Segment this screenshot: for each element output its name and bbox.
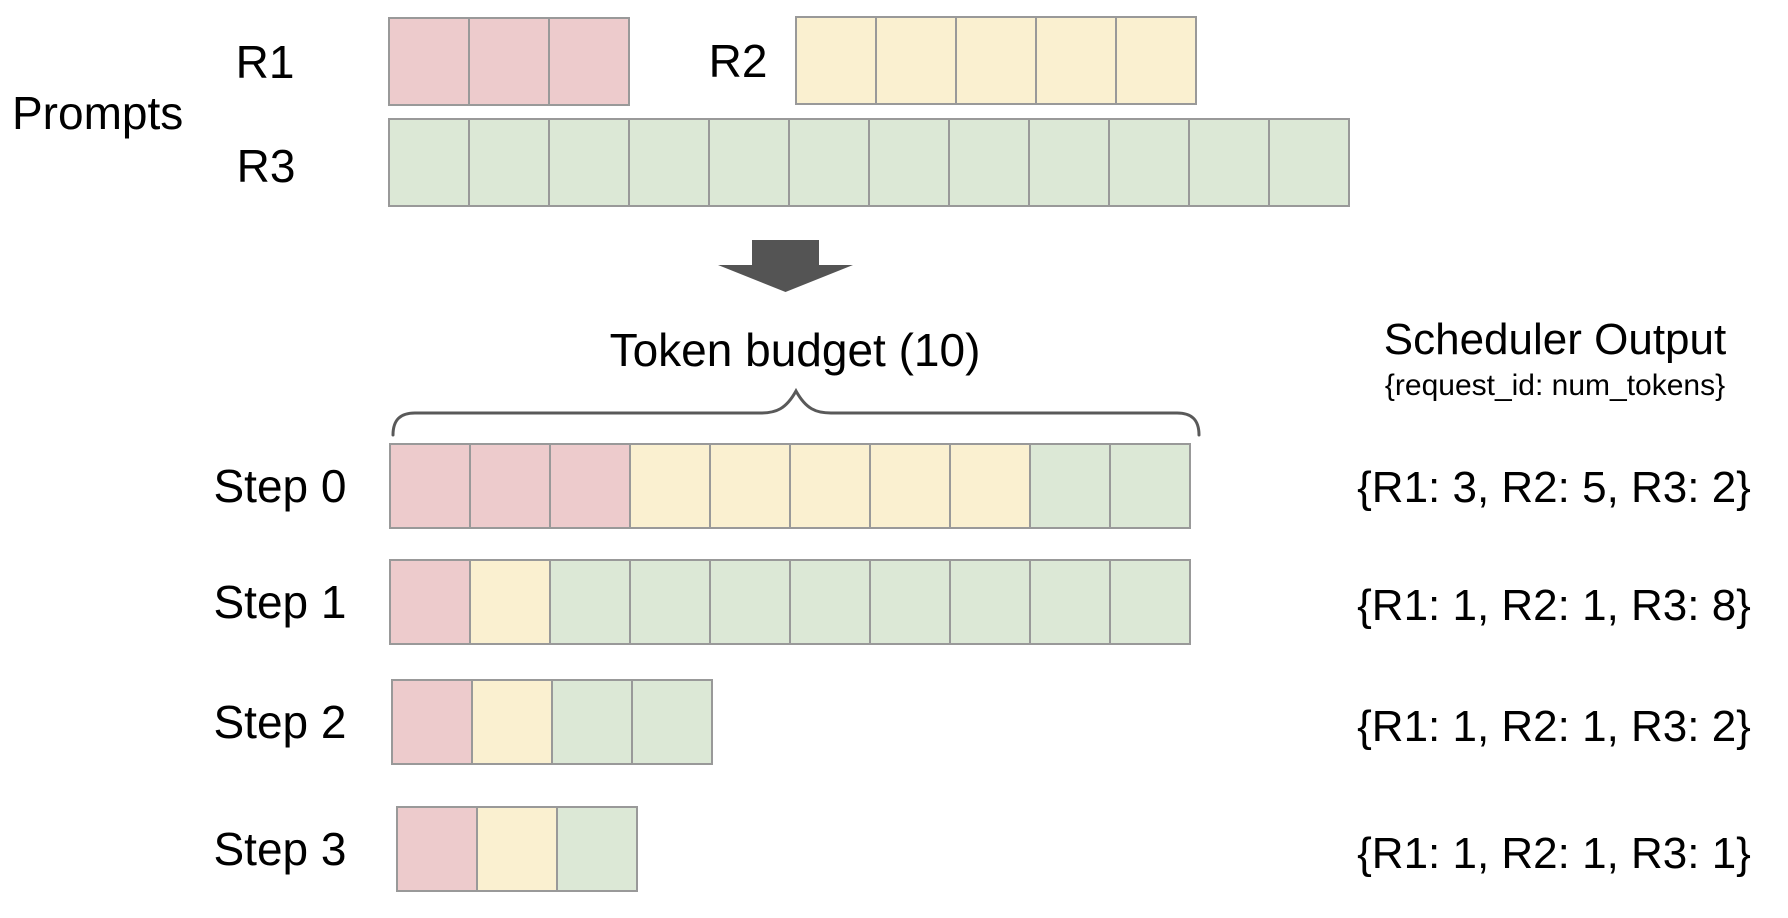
step-row-2 [391, 679, 713, 765]
token-cell-r3 [630, 120, 708, 205]
token-cell-r3 [1031, 445, 1109, 527]
token-cell-r3 [1111, 445, 1189, 527]
step-label-0: Step 0 [213, 460, 347, 512]
request-label-r1: R1 [235, 36, 295, 88]
token-cell-r3 [390, 120, 468, 205]
token-cell-r3 [1190, 120, 1268, 205]
token-cell-r1 [551, 445, 629, 527]
token-cell-r2 [871, 445, 949, 527]
prompt-row-r2 [795, 16, 1197, 105]
token-cell-r2 [951, 445, 1029, 527]
token-cell-r1 [393, 681, 471, 763]
token-cell-r2 [957, 18, 1035, 103]
token-cell-r2 [711, 445, 789, 527]
token-cell-r3 [1030, 120, 1108, 205]
token-cell-r3 [790, 120, 868, 205]
token-cell-r3 [558, 808, 636, 890]
token-cell-r2 [478, 808, 556, 890]
token-cell-r3 [1270, 120, 1348, 205]
token-cell-r1 [391, 445, 469, 527]
token-cell-r2 [797, 18, 875, 103]
scheduler-output-value-2: {R1: 1, R2: 1, R3: 2} [1357, 702, 1751, 751]
token-cell-r2 [471, 561, 549, 643]
step-label-2: Step 2 [213, 696, 347, 748]
step-row-3 [396, 806, 638, 892]
step-label-1: Step 1 [213, 576, 347, 628]
token-cell-r3 [870, 120, 948, 205]
token-cell-r3 [950, 120, 1028, 205]
token-cell-r2 [791, 445, 869, 527]
request-label-r2: R2 [708, 35, 768, 87]
token-cell-r2 [473, 681, 551, 763]
token-cell-r3 [1031, 561, 1109, 643]
token-cell-r3 [1110, 120, 1188, 205]
scheduler-output-value-3: {R1: 1, R2: 1, R3: 1} [1357, 829, 1751, 878]
token-cell-r3 [470, 120, 548, 205]
token-cell-r3 [710, 120, 788, 205]
token-cell-r3 [871, 561, 949, 643]
token-budget-label: Token budget (10) [609, 324, 981, 376]
token-cell-r3 [791, 561, 869, 643]
token-cell-r1 [398, 808, 476, 890]
scheduler-output-value-0: {R1: 3, R2: 5, R3: 2} [1357, 463, 1751, 512]
token-cell-r3 [551, 561, 629, 643]
token-cell-r1 [390, 19, 468, 104]
step-label-3: Step 3 [213, 823, 347, 875]
prompt-row-r3 [388, 118, 1350, 207]
request-label-r3: R3 [236, 140, 296, 192]
token-cell-r3 [711, 561, 789, 643]
token-cell-r3 [951, 561, 1029, 643]
token-budget-brace [391, 387, 1201, 437]
prompt-row-r1 [388, 17, 630, 106]
scheduler-output-value-1: {R1: 1, R2: 1, R3: 8} [1357, 581, 1751, 630]
token-cell-r3 [1111, 561, 1189, 643]
step-row-0 [389, 443, 1191, 529]
scheduler-output-subtitle: {request_id: num_tokens} [1384, 369, 1726, 402]
token-cell-r2 [1117, 18, 1195, 103]
token-cell-r3 [550, 120, 628, 205]
token-cell-r1 [470, 19, 548, 104]
down-arrow-icon [718, 240, 853, 292]
step-row-1 [389, 559, 1191, 645]
prompts-section-label: Prompts [12, 87, 184, 139]
token-cell-r2 [877, 18, 955, 103]
token-cell-r1 [550, 19, 628, 104]
token-cell-r3 [631, 561, 709, 643]
token-cell-r2 [1037, 18, 1115, 103]
token-cell-r3 [633, 681, 711, 763]
token-cell-r3 [553, 681, 631, 763]
scheduler-output-title: Scheduler Output [1383, 315, 1727, 364]
token-cell-r1 [471, 445, 549, 527]
token-cell-r2 [631, 445, 709, 527]
token-cell-r1 [391, 561, 469, 643]
